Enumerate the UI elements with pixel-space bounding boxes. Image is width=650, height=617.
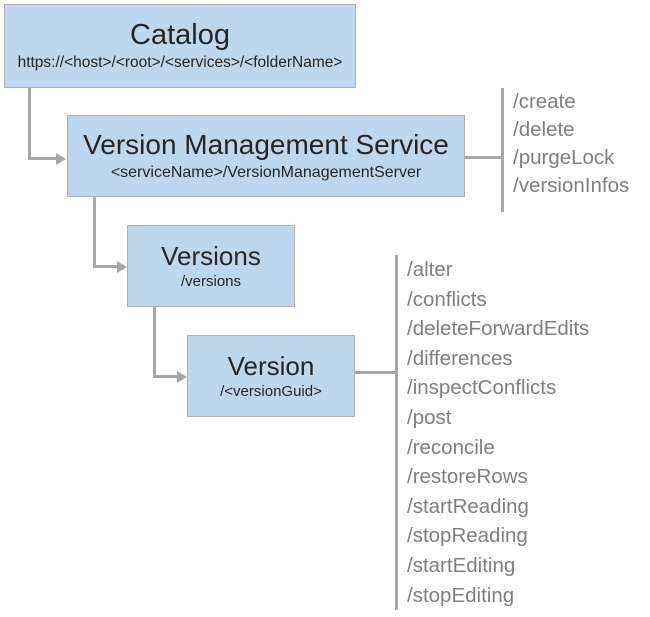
versions-node: Versions /versions [127,225,295,307]
arrow-right-icon [117,260,127,273]
service-operations-stub-line [465,156,503,159]
catalog-node: Catalog https://<host>/<root>/<services>… [4,4,356,88]
operation-item: /deleteForwardEdits [407,317,590,341]
connector-versions-to-version-horizontal [153,375,178,378]
operation-item: /post [407,405,452,429]
operation-item: /purgeLock [513,146,615,169]
connector-service-to-versions-horizontal [93,265,118,268]
service-title: Version Management Service [83,129,449,161]
connector-service-to-versions-vertical [93,197,96,268]
operation-item: /stopReading [407,524,528,548]
version-operations-stub-line [355,371,397,374]
operation-item: /stopEditing [407,583,515,607]
version-title: Version [227,350,315,381]
catalog-title: Catalog [130,18,230,51]
versions-title: Versions [161,240,261,271]
operation-item: /alter [407,258,453,281]
operation-item: /startEditing [407,553,516,577]
operation-item: /versionInfos [513,174,630,197]
version-operations-bar-line [395,255,398,610]
service-operations-bar-line [501,88,504,212]
operation-item: /reconcile [407,435,495,459]
version-operations-list: /alter/conflicts/deleteForwardEdits/diff… [407,255,589,610]
connector-versions-to-version-vertical [153,307,156,378]
version-management-service-node: Version Management Service <serviceName>… [67,115,465,197]
version-url-pattern: /<versionGuid> [220,383,322,401]
operation-item: /restoreRows [407,465,528,489]
operation-item: /differences [407,346,513,370]
arrow-right-icon [56,152,66,165]
operation-item: /delete [513,118,575,141]
operation-item: /inspectConflicts [407,376,557,400]
operation-item: /startReading [407,494,529,518]
service-operations-list: /create/delete/purgeLock/versionInfos [513,88,629,200]
operation-item: /create [513,90,576,113]
versions-url-pattern: /versions [180,273,242,291]
catalog-url-pattern: https://<host>/<root>/<services>/<folder… [17,54,343,72]
connector-catalog-to-service-horizontal [28,157,57,160]
operation-item: /conflicts [407,287,487,311]
version-node: Version /<versionGuid> [187,335,355,417]
arrow-right-icon [177,370,187,383]
connector-catalog-to-service-vertical [28,88,31,160]
service-url-pattern: <serviceName>/VersionManagementServer [110,163,422,181]
